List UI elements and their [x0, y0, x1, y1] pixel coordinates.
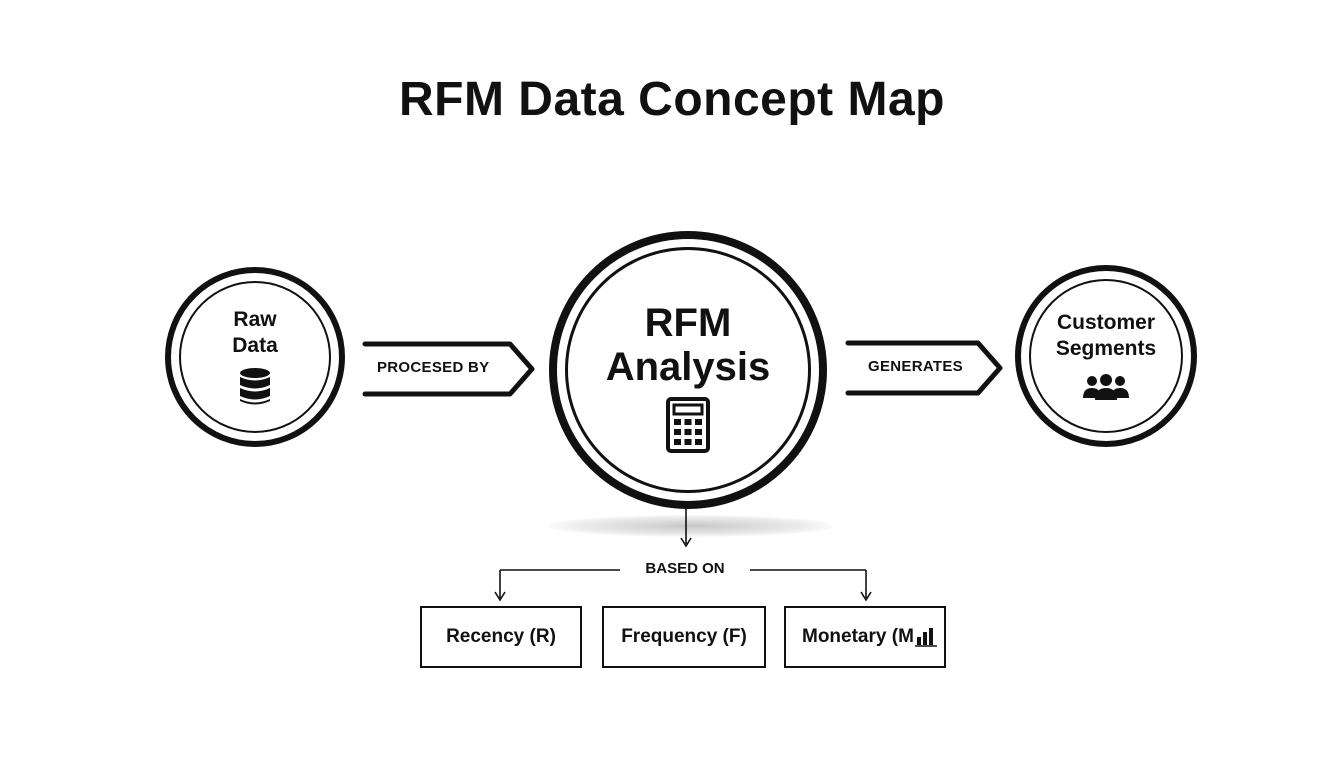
arrow-processed-by [362, 341, 535, 397]
bar-chart-icon [914, 628, 937, 647]
page-title: RFM Data Concept Map [398, 73, 945, 126]
node-customer-segments-inner: Customer Segments [1029, 279, 1183, 433]
metric-box-recency: Recency (R) [420, 606, 582, 668]
node-customer-segments-label-line2: Segments [1055, 337, 1157, 360]
node-raw-data-label-line1: Raw [233, 308, 277, 331]
metric-box-frequency: Frequency (F) [602, 606, 766, 668]
node-raw-data: Raw Data [165, 267, 345, 447]
metric-label-recency: Recency (R) [446, 626, 556, 647]
node-rfm-analysis-label-line2: Analysis [605, 345, 771, 389]
node-customer-segments: Customer Segments [1015, 265, 1197, 447]
node-customer-segments-label-line1: Customer [1056, 311, 1156, 334]
node-raw-data-inner: Raw Data [179, 281, 331, 433]
edge-label-generates: GENERATES [868, 358, 963, 375]
metric-label-frequency: Frequency (F) [621, 626, 747, 647]
database-icon [240, 368, 270, 405]
node-rfm-analysis-label-line1: RFM [644, 301, 732, 345]
edge-label-processed-by: PROCESED BY [377, 359, 490, 376]
metric-label-monetary: Monetary (M [802, 626, 914, 647]
users-group-icon [1083, 374, 1129, 400]
node-rfm-analysis-inner: RFM Analysis [565, 247, 811, 493]
arrow-generates [845, 340, 1003, 396]
node-rfm-analysis: RFM Analysis [549, 231, 827, 509]
metric-box-monetary: Monetary (M [784, 606, 946, 668]
node-raw-data-label-line2: Data [232, 334, 278, 357]
calculator-icon [666, 397, 710, 453]
node-shadow [548, 515, 834, 537]
edge-label-based-on: BASED ON [620, 560, 750, 577]
arrow-based-on [494, 508, 872, 602]
